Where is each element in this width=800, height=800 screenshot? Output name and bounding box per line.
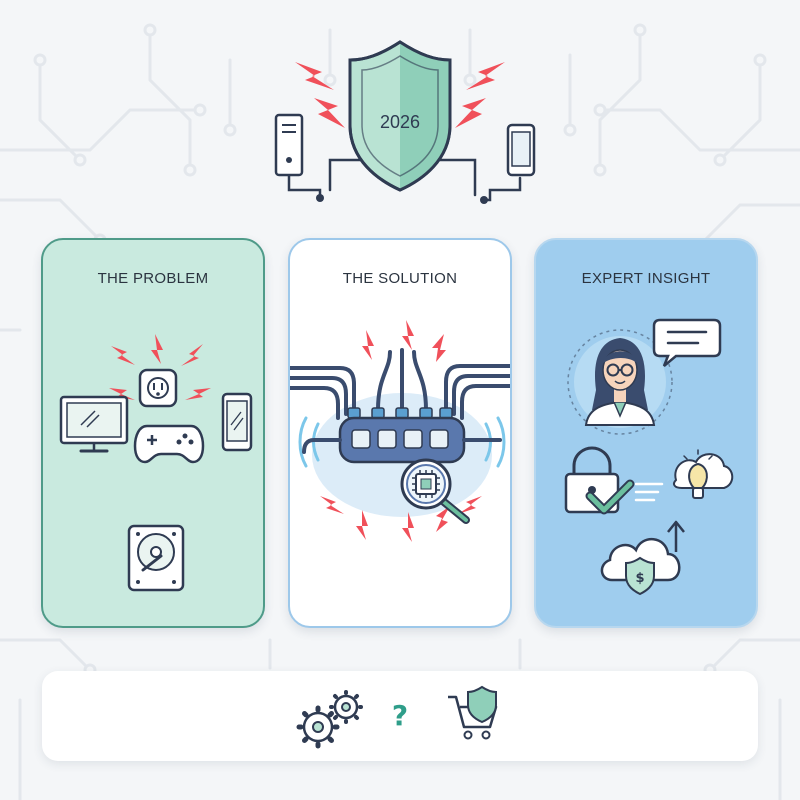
speech-bubble-icon	[652, 318, 722, 367]
arrow-up-icon	[667, 520, 685, 552]
power-strip-icon	[290, 348, 510, 464]
hero-illustration: 2026	[274, 40, 536, 204]
question-mark: ?	[392, 699, 408, 732]
wall-outlet-icon	[138, 368, 178, 408]
expert-avatar-icon	[567, 329, 673, 435]
magnifier-chip-icon	[400, 458, 470, 524]
cart-shield-icon	[448, 685, 498, 740]
lightning-icon	[295, 62, 505, 128]
problem-card: THE PROBLEM	[41, 238, 265, 628]
hard-drive-icon	[127, 524, 185, 592]
solution-title: THE SOLUTION	[342, 270, 458, 287]
footer-bar: ?	[42, 671, 758, 761]
desktop-tower-icon	[274, 113, 304, 177]
question-badge-icon: ?	[384, 699, 416, 732]
lightning-icon	[109, 334, 211, 400]
solution-card: THE SOLUTION	[288, 238, 512, 628]
checkmark-icon	[585, 479, 664, 515]
cloud-shield-dollar-icon: $	[600, 538, 681, 596]
insight-card: EXPERT INSIGHT	[534, 238, 758, 628]
lightning-icon	[320, 320, 482, 542]
svg-text:$: $	[635, 571, 644, 586]
monitor-icon	[59, 395, 129, 453]
smartphone-icon	[506, 123, 536, 177]
shield-year: 2026	[380, 112, 420, 132]
shield-icon: 2026	[348, 40, 452, 192]
problem-title: THE PROBLEM	[97, 270, 209, 287]
smartphone-icon	[221, 392, 253, 452]
insight-title: EXPERT INSIGHT	[581, 270, 711, 287]
gamepad-icon	[133, 424, 205, 464]
lightbulb-icon	[673, 449, 734, 499]
gears-icon	[296, 690, 363, 749]
